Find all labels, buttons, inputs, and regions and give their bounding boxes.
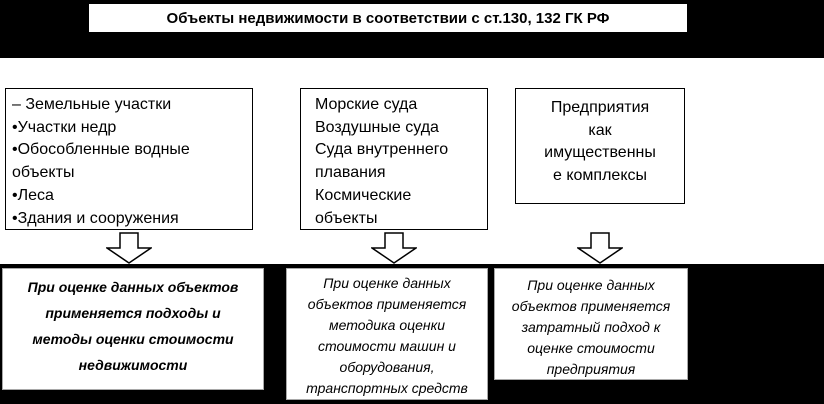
real-estate-objects-box: – Земельные участки •Участки недр •Обосо… [5,88,253,230]
list-item: Предприятия [550,99,650,116]
list-item: Воздушные суда [315,118,439,136]
note-line: объектов применяется [511,298,671,314]
note-line: стоимости машин и [318,338,456,354]
list-item: Космические объекты [315,186,412,227]
title-box: Объекты недвижимости в соответствии с ст… [88,3,688,33]
note-line: объектов применяется [307,296,467,312]
vessels-objects-box: Морские суда Воздушные суда Суда внутрен… [300,88,488,230]
note-line: предприятия [546,361,636,377]
down-arrow-icon [106,232,152,264]
list-item: – Земельные участки [12,96,172,113]
valuation-note-enterprise: При оценке данных объектов применяется з… [494,268,688,380]
note-line: применяется подходы и [45,304,221,321]
list-item: •Здания и сооружения [12,209,179,227]
list-item: имущественны [544,144,656,162]
list-item: Морские суда [315,96,418,113]
down-arrow-icon [371,232,417,264]
note-line: оборудования, [339,359,435,375]
note-line: При оценке данных [527,277,655,293]
valuation-note-machinery: При оценке данных объектов применяется м… [286,268,488,400]
diagram-title: Объекты недвижимости в соответствии с ст… [166,9,610,27]
valuation-note-real-estate: При оценке данных объектов применяется п… [2,268,264,390]
note-line: При оценке данных [323,275,451,291]
list-item: •Обособленные водные объекты [12,141,190,182]
note-line: затратный подход к [521,319,661,335]
list-item: Суда внутреннего плавания [315,141,449,182]
note-line: оценке стоимости [527,340,655,356]
note-line: недвижимости [78,356,188,373]
list-item: е комплексы [553,167,647,185]
list-item: •Леса [12,186,54,204]
enterprises-box: Предприятия как имущественны е комплексы [515,88,685,204]
list-item: •Участки недр [12,118,117,136]
note-line: транспортных средств [306,380,468,396]
note-line: методы оценки стоимости [32,330,234,347]
note-line: При оценке данных объектов [27,279,239,295]
down-arrow-icon [577,232,623,264]
note-line: методика оценки [328,317,445,333]
list-item: как [588,121,612,139]
